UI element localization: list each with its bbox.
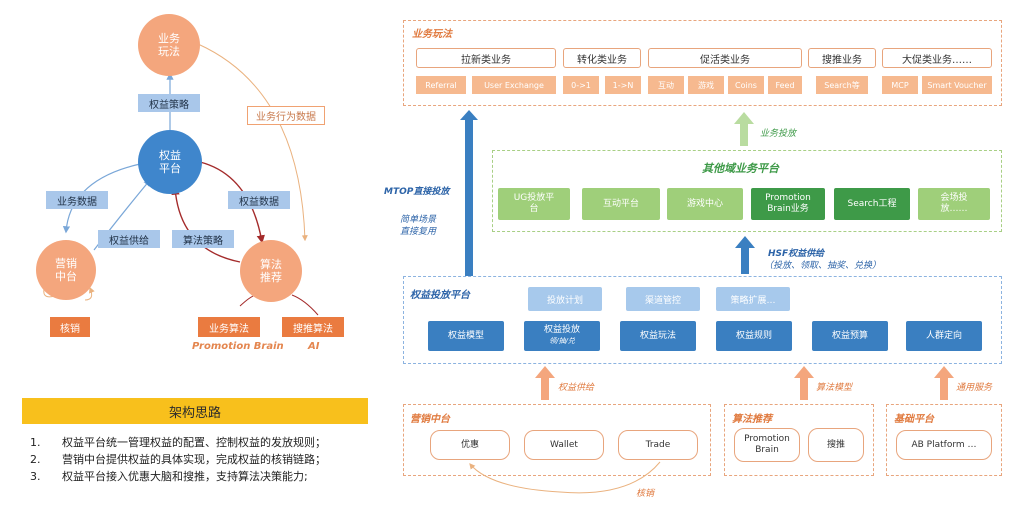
arrow-label-hsf-1: HSF权益供给 bbox=[768, 249, 825, 259]
other-platforms-section bbox=[492, 150, 1002, 232]
rights-channel-control: 渠道管控 bbox=[626, 287, 700, 311]
pill-interaction: 互动 bbox=[648, 76, 684, 94]
note-text: 权益平台统一管理权益的配置、控制权益的发放规则； bbox=[62, 436, 326, 449]
base-platform-section bbox=[886, 404, 1002, 476]
note-text: 权益平台接入优惠大脑和搜推，支持算法决策能力; bbox=[62, 470, 308, 483]
arrow-label-general-service: 通用服务 bbox=[956, 383, 993, 393]
note-item-2: 2. 营销中台提供权益的具体实现，完成权益的核销链路； bbox=[30, 451, 326, 467]
business-play-section bbox=[403, 20, 1002, 106]
algo-title: 算法推荐 bbox=[732, 414, 772, 425]
algo-section bbox=[724, 404, 874, 476]
brand-ai: AI bbox=[308, 341, 320, 352]
node-rights-platform: 权益 平台 bbox=[138, 130, 202, 194]
rights-platform-title: 权益投放平台 bbox=[410, 290, 470, 301]
arrow-label-simple-scene-2: 直接复用 bbox=[400, 227, 437, 237]
rights-model-label: 权益模型 bbox=[447, 330, 484, 341]
right-arrows bbox=[460, 110, 954, 400]
note-number: 1. bbox=[30, 436, 41, 449]
rights-model: 权益模型 bbox=[428, 321, 504, 351]
arrow-label-simple-scene-1: 简单场景 bbox=[400, 215, 437, 225]
category-search-recommend: 搜推业务 bbox=[808, 48, 876, 68]
label-algo-strategy: 算法策略 bbox=[172, 230, 234, 248]
algo-search-recommend: 搜推 bbox=[808, 428, 864, 462]
category-conversion: 转化类业务 bbox=[563, 48, 641, 68]
label-rights-supply: 权益供给 bbox=[98, 230, 160, 248]
rights-rules: 权益规则 bbox=[716, 321, 792, 351]
marketing-trade: Trade bbox=[618, 430, 698, 460]
pill-1-n: 1->N bbox=[605, 76, 641, 94]
pill-mcp: MCP bbox=[882, 76, 918, 94]
marketing-wallet: Wallet bbox=[524, 430, 604, 460]
base-ab-platform: AB Platform … bbox=[896, 430, 992, 460]
rights-delivery-plan: 投放计划 bbox=[528, 287, 602, 311]
platform-search-engineering: Search工程 bbox=[834, 188, 910, 220]
arrow-label-rights-supply: 权益供给 bbox=[558, 383, 595, 393]
pill-user-exchange: User Exchange bbox=[472, 76, 556, 94]
note-number: 2. bbox=[30, 453, 41, 466]
category-acquisition: 拉新类业务 bbox=[416, 48, 556, 68]
rights-delivery-sub: 领/抽/兑 bbox=[549, 337, 575, 345]
business-play-title: 业务玩法 bbox=[412, 29, 452, 40]
rights-audience-label: 人群定向 bbox=[925, 330, 962, 341]
note-item-1: 1. 权益平台统一管理权益的配置、控制权益的发放规则； bbox=[30, 434, 326, 450]
label-rights-strategy: 权益策略 bbox=[138, 94, 200, 112]
pill-0-1: 0->1 bbox=[563, 76, 599, 94]
rights-play-label: 权益玩法 bbox=[639, 330, 676, 341]
note-text: 营销中台提供权益的具体实现，完成权益的核销链路； bbox=[62, 453, 326, 466]
rights-delivery-label: 权益投放 bbox=[543, 325, 580, 335]
box-writeoff: 核销 bbox=[50, 317, 90, 337]
platform-venue-delivery: 会场投 放…… bbox=[918, 188, 990, 220]
label-business-behavior-data: 业务行为数据 bbox=[247, 106, 325, 125]
pill-feed: Feed bbox=[768, 76, 802, 94]
label-rights-data: 权益数据 bbox=[228, 191, 290, 209]
pill-smart-voucher: Smart Voucher bbox=[922, 76, 992, 94]
node-business-play: 业务 玩法 bbox=[138, 14, 200, 76]
writeoff-curve bbox=[469, 461, 661, 494]
marketing-discount: 优惠 bbox=[430, 430, 510, 460]
platform-ug-delivery: UG投放平 台 bbox=[498, 188, 570, 220]
pill-search: Search等 bbox=[816, 76, 868, 94]
box-business-algo: 业务算法 bbox=[198, 317, 260, 337]
platform-interaction: 互动平台 bbox=[582, 188, 660, 220]
arrow-label-mtop: MTOP直接投放 bbox=[384, 187, 450, 197]
rights-budget: 权益预算 bbox=[812, 321, 888, 351]
rights-rules-label: 权益规则 bbox=[735, 330, 772, 341]
category-activation: 促活类业务 bbox=[648, 48, 802, 68]
writeoff-label: 核销 bbox=[636, 489, 655, 499]
node-algo-recommend: 算法 推荐 bbox=[240, 240, 302, 302]
arrow-label-hsf-2: （投放、领取、抽奖、兑换） bbox=[764, 261, 882, 271]
note-item-3: 3. 权益平台接入优惠大脑和搜推，支持算法决策能力; bbox=[30, 468, 308, 484]
pill-coins: Coins bbox=[728, 76, 764, 94]
platform-promotion-brain: Promotion Brain业务 bbox=[751, 188, 825, 220]
rights-audience-targeting: 人群定向 bbox=[906, 321, 982, 351]
base-platform-title: 基础平台 bbox=[894, 414, 934, 425]
arrow-label-algo-model: 算法模型 bbox=[816, 383, 853, 393]
rights-delivery: 权益投放 领/抽/兑 bbox=[524, 321, 600, 351]
platform-game-center: 游戏中心 bbox=[667, 188, 743, 220]
rights-budget-label: 权益预算 bbox=[831, 330, 868, 341]
other-platforms-title: 其他域业务平台 bbox=[702, 162, 779, 175]
note-number: 3. bbox=[30, 470, 41, 483]
marketing-center-title: 营销中台 bbox=[410, 414, 450, 425]
label-business-data: 业务数据 bbox=[46, 191, 108, 209]
marketing-center-section bbox=[403, 404, 711, 476]
pill-game: 游戏 bbox=[688, 76, 724, 94]
node-marketing-center: 营销 中台 bbox=[36, 240, 96, 300]
algo-promotion-brain: Promotion Brain bbox=[734, 428, 800, 462]
notes-title: 架构思路 bbox=[22, 398, 368, 424]
box-search-algo: 搜推算法 bbox=[282, 317, 344, 337]
pill-referral: Referral bbox=[416, 76, 466, 94]
arrow-label-business-deliver: 业务投放 bbox=[760, 129, 797, 139]
category-big-promotion: 大促类业务…… bbox=[882, 48, 992, 68]
brand-promotion-brain: Promotion Brain bbox=[192, 341, 284, 352]
rights-platform-section bbox=[403, 276, 1002, 364]
rights-strategy-extension: 策略扩展… bbox=[716, 287, 790, 311]
rights-play: 权益玩法 bbox=[620, 321, 696, 351]
